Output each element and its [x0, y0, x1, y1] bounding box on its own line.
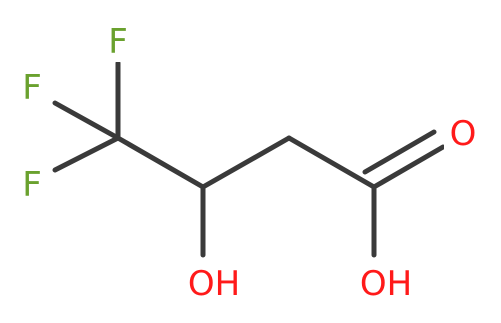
label-bg-f2: [12, 66, 52, 108]
bonds: [52, 60, 446, 258]
label-bg-oh2: [350, 262, 422, 304]
atom-oh-hydroxyl: OH: [188, 264, 240, 304]
atom-f-top: F: [108, 22, 128, 62]
atom-f-left-lower: F: [22, 165, 42, 205]
bond-cf3-choh: [115, 135, 206, 190]
bond-choh-ch2: [200, 135, 292, 190]
bond-ch2-cooh: [286, 135, 377, 190]
label-bg-f1: [98, 20, 138, 62]
atom-f-left-upper: F: [22, 68, 42, 108]
bond-c-f-left-lower: [52, 135, 121, 173]
label-bg-oh1: [178, 262, 250, 304]
atom-o-carbonyl: O: [450, 114, 477, 154]
bond-c-f-left-upper: [52, 100, 121, 141]
bond-c-o-double-2: [362, 129, 437, 175]
label-bg-o: [444, 112, 484, 154]
bond-c-o-double-1: [371, 144, 446, 190]
atom-labels: F F F OH O OH: [12, 20, 484, 304]
atom-oh-carboxyl: OH: [360, 264, 412, 304]
label-bg-f3: [12, 164, 52, 206]
